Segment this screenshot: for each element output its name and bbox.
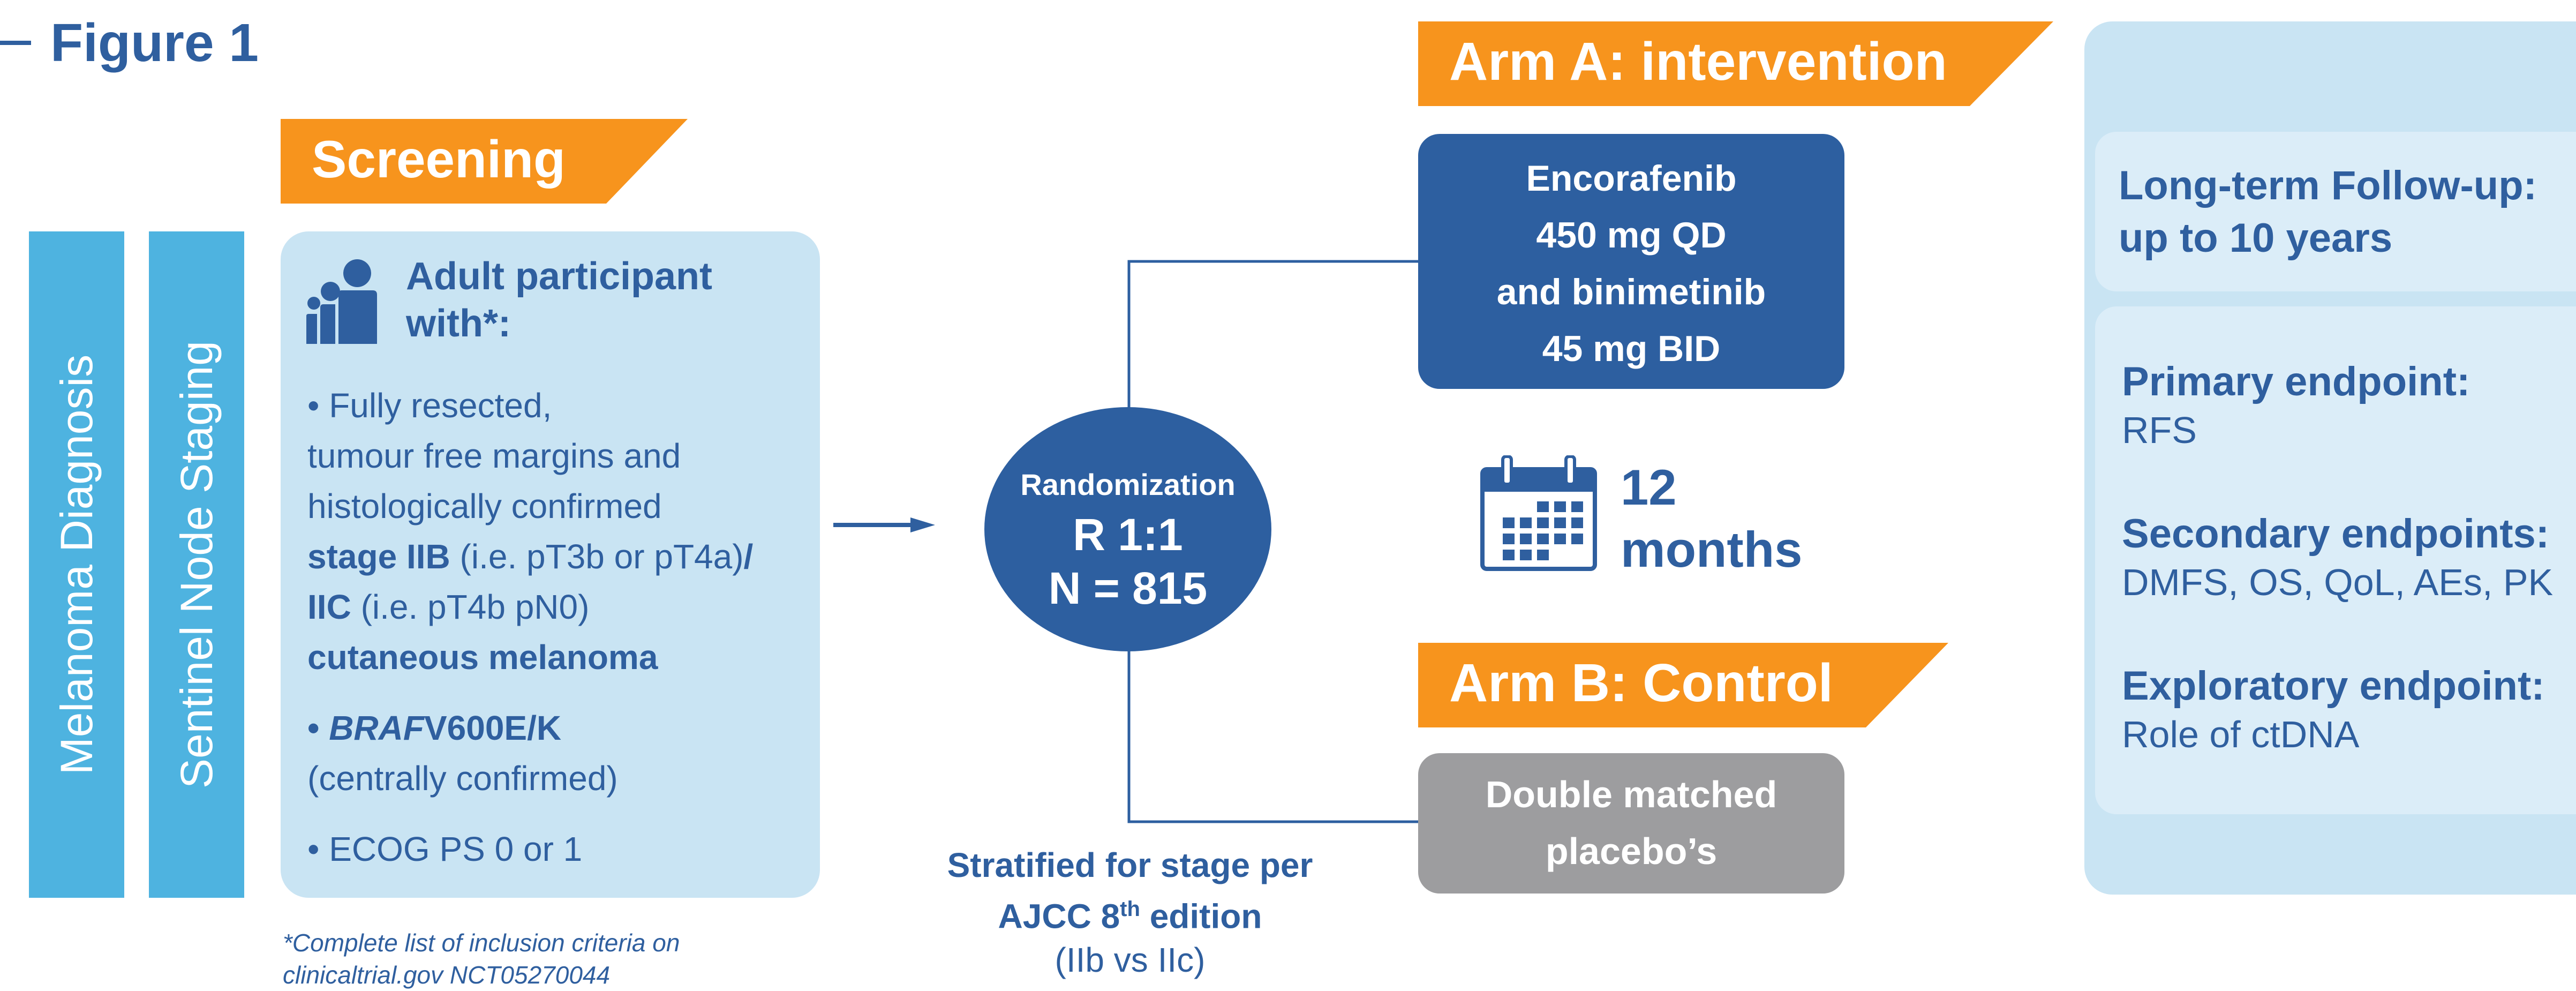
followup-line1: Long-term Follow-up:: [2119, 163, 2537, 208]
followup-line2: up to 10 years: [2119, 215, 2393, 261]
stage-iic-text: IIC: [307, 588, 351, 626]
exploratory-endpoint-title: Exploratory endpoint:: [2122, 663, 2545, 709]
stage-iib-text: stage IIB: [307, 537, 450, 576]
duration-number: 12: [1621, 459, 1677, 515]
followup-box: [2095, 132, 2576, 291]
criterion-2-line1: • BRAFV600E/K: [307, 703, 805, 753]
arm-b-banner-shape: [1418, 643, 1948, 727]
arm-b-line1: Double matched: [1485, 774, 1777, 815]
criterion-1-stage-iic: IIC (i.e. pT4b pN0): [307, 582, 805, 632]
criterion-2-bullet: •: [307, 709, 329, 747]
endpoints-box: [2095, 306, 2576, 814]
stratification-note: Stratified for stage per AJCC 8th editio…: [905, 843, 1355, 982]
treatment-duration: 12 months: [1621, 456, 1802, 581]
figure-title-rule: [0, 41, 31, 45]
criterion-1-line1: • Fully resected,: [307, 386, 552, 425]
secondary-endpoints-title: Secondary endpoints:: [2122, 511, 2550, 557]
footnote-line1: *Complete list of inclusion criteria on: [283, 929, 680, 957]
followup-text: Long-term Follow-up: up to 10 years: [2119, 160, 2537, 265]
duration-unit: months: [1621, 521, 1803, 577]
arm-a-line3: and binimetinib: [1496, 272, 1766, 312]
exploratory-endpoint: Exploratory endpoint: Role of ctDNA: [2122, 662, 2545, 759]
ajcc-prefix: AJCC 8: [998, 897, 1120, 936]
criterion-2-line2: (centrally confirmed): [307, 759, 618, 798]
stratification-line1: Stratified for stage per: [947, 846, 1313, 884]
criterion-3: • ECOG PS 0 or 1: [307, 830, 583, 868]
arm-a-banner-shape: [1418, 21, 2053, 106]
braf-mutation: V600E/K: [424, 709, 562, 747]
arm-a-banner-label: Arm A: intervention: [1449, 32, 1947, 92]
footnote-line2: clinicaltrial.gov NCT05270044: [283, 961, 611, 989]
arm-a-line4: 45 mg BID: [1542, 328, 1721, 369]
criterion-1-line6: cutaneous melanoma: [307, 638, 658, 677]
sentinel-node-staging-bar: Sentinel Node Staging: [149, 231, 244, 898]
exploratory-endpoint-value: Role of ctDNA: [2122, 714, 2360, 755]
secondary-endpoints-value: DMFS, OS, QoL, AEs, PK: [2122, 561, 2554, 603]
randomization-node: Randomization R 1:1 N = 815: [984, 407, 1271, 651]
randomization-ratio: R 1:1: [1073, 509, 1183, 560]
stage-slash: /: [743, 537, 754, 576]
melanoma-diagnosis-label: Melanoma Diagnosis: [51, 354, 102, 775]
sentinel-node-staging-label: Sentinel Node Staging: [171, 341, 222, 789]
arm-a-banner: Arm A: intervention: [1418, 21, 2053, 106]
stage-iib-detail: (i.e. pT3b or pT4a): [450, 537, 744, 576]
stratification-line3: (IIb vs IIc): [1054, 941, 1206, 980]
randomization-sample-size: N = 815: [1048, 563, 1208, 613]
arm-a-line1: Encorafenib: [1526, 158, 1737, 199]
screening-banner-shape: [281, 119, 688, 204]
ajcc-superscript: th: [1120, 897, 1140, 921]
criterion-1-stage-iib: stage IIB (i.e. pT3b or pT4a)/: [307, 531, 805, 582]
stage-iic-detail: (i.e. pT4b pN0): [351, 588, 590, 626]
stratification-line2: AJCC 8th edition: [905, 887, 1355, 938]
ajcc-suffix: edition: [1140, 897, 1262, 936]
primary-endpoint-value: RFS: [2122, 409, 2197, 451]
screening-banner-label: Screening: [312, 130, 566, 189]
secondary-endpoints: Secondary endpoints: DMFS, OS, QoL, AEs,…: [2122, 510, 2553, 606]
criterion-1-line3: histologically confirmed: [307, 487, 662, 525]
calendar-icon: [1480, 455, 1597, 571]
braf-gene: BRAF: [329, 709, 424, 747]
melanoma-diagnosis-bar: Melanoma Diagnosis: [29, 231, 124, 898]
arm-b-placebo-box: Double matched placebo’s: [1418, 753, 1844, 894]
participant-heading-line2: with*:: [406, 302, 511, 345]
arm-b-banner: Arm B: Control: [1418, 643, 1948, 727]
flow-arrow-icon: [833, 517, 935, 532]
arm-a-line2: 450 mg QD: [1536, 215, 1727, 256]
criterion-1-line2: tumour free margins and: [307, 437, 681, 475]
inclusion-criteria: • Fully resected, tumour free margins an…: [307, 380, 805, 874]
arm-b-banner-label: Arm B: Control: [1449, 653, 1833, 713]
people-icon: [306, 259, 377, 344]
inclusion-footnote: *Complete list of inclusion criteria on …: [283, 927, 680, 991]
screening-banner: Screening: [281, 119, 688, 204]
figure-title: Figure 1: [50, 13, 259, 73]
arm-b-line2: placebo’s: [1545, 830, 1718, 872]
participant-heading: Adult participant with*:: [406, 253, 712, 347]
primary-endpoint: Primary endpoint: RFS: [2122, 358, 2470, 454]
randomization-label: Randomization: [1020, 468, 1236, 501]
primary-endpoint-title: Primary endpoint:: [2122, 359, 2470, 404]
arm-a-treatment-box: Encorafenib 450 mg QD and binimetinib 45…: [1418, 134, 1844, 389]
participant-heading-line1: Adult participant: [406, 255, 712, 298]
